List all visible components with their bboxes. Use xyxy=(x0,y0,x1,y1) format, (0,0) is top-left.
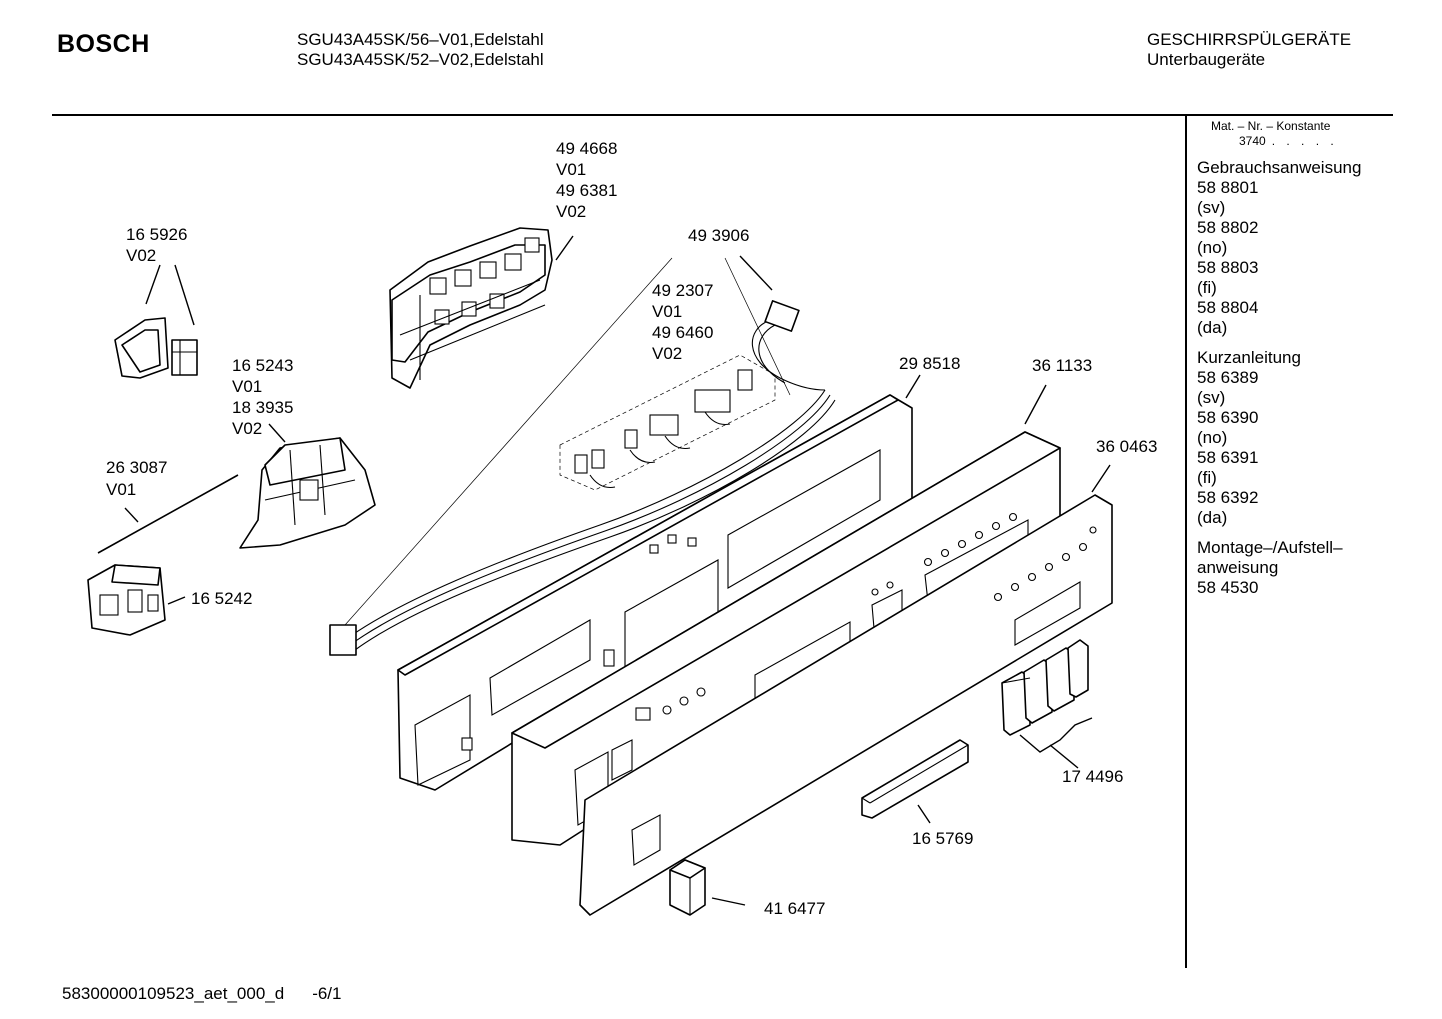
label-165242: 16 5242 xyxy=(191,589,252,608)
label-263087-var: V01 xyxy=(106,480,136,499)
doc-line: 58 6391 xyxy=(1197,448,1259,467)
label-492307-var: V01 xyxy=(652,302,682,321)
label-165926: 16 5926 xyxy=(126,225,187,244)
doc-group-kurzanleitung: Kurzanleitung 58 6389 (sv) 58 6390 (no) … xyxy=(1197,348,1387,528)
doc-line: anweisung xyxy=(1197,558,1279,577)
category-block: GESCHIRRSPÜLGERÄTE Unterbaugeräte xyxy=(1147,30,1351,70)
part-control-module xyxy=(389,227,553,389)
doc-line: 58 8802 xyxy=(1197,218,1259,237)
part-rod xyxy=(97,474,239,554)
documents-sidebar: Mat. – Nr. – Konstante 3740 . . . . . Geb… xyxy=(1197,119,1387,598)
doc-line: (fi) xyxy=(1197,468,1217,487)
leader-494668 xyxy=(555,235,574,261)
label-298518: 29 8518 xyxy=(899,354,960,373)
doc-line: (da) xyxy=(1197,318,1228,337)
label-494668-var: V01 xyxy=(556,160,586,179)
part-front-panel xyxy=(511,431,1061,846)
part-holder-bracket xyxy=(239,437,376,549)
mat-number-constant: 3740 . . . . . xyxy=(1239,134,1387,148)
doc-line: (no) xyxy=(1197,428,1228,447)
sidebar-divider xyxy=(1185,116,1187,968)
doc-group-montage: Montage–/Aufstell– anweisung 58 4530 xyxy=(1197,538,1387,598)
leader-165769 xyxy=(917,804,931,824)
label-174496: 17 4496 xyxy=(1062,767,1123,786)
part-connector-strip xyxy=(559,354,776,491)
doc-line: (sv) xyxy=(1197,198,1226,217)
leader-298518 xyxy=(905,374,921,399)
doc-group-title: Kurzanleitung xyxy=(1197,348,1301,367)
label-496381-var: V02 xyxy=(556,202,586,221)
doc-line: 58 8801 xyxy=(1197,178,1259,197)
footer: 58300000109523_aet_000_d -6/1 xyxy=(62,984,341,1004)
label-183935: 18 3935 xyxy=(232,398,293,417)
leader-416477 xyxy=(711,897,746,906)
leader-361133 xyxy=(1024,384,1047,425)
label-361133: 36 1133 xyxy=(1032,356,1092,375)
doc-line: (no) xyxy=(1197,238,1228,257)
doc-line: (sv) xyxy=(1197,388,1226,407)
part-trim-strip xyxy=(861,739,969,819)
label-165926-var: V02 xyxy=(126,246,156,265)
part-rear-frame xyxy=(397,394,913,791)
label-165243-var: V01 xyxy=(232,377,262,396)
leader-493906-b xyxy=(724,257,791,396)
mat-number-value: 3740 xyxy=(1239,134,1266,148)
leader-263087 xyxy=(124,507,139,523)
doc-line: 58 4530 xyxy=(1197,578,1259,597)
part-buttons xyxy=(1001,639,1089,736)
header-divider xyxy=(52,114,1393,116)
doc-line: 58 6390 xyxy=(1197,408,1259,427)
doc-group-gebrauchsanweisung: Gebrauchsanweisung 58 8801 (sv) 58 8802 … xyxy=(1197,158,1387,338)
label-492307: 49 2307 xyxy=(652,281,713,300)
part-switch xyxy=(87,564,166,636)
doc-line: 58 6392 xyxy=(1197,488,1259,507)
model-line-2: SGU43A45SK/52–V02,Edelstahl xyxy=(297,50,544,69)
doc-line: (fi) xyxy=(1197,278,1217,297)
doc-line: 58 8803 xyxy=(1197,258,1259,277)
footer-doc-id: 58300000109523_aet_000_d xyxy=(62,984,285,1003)
part-clip-small xyxy=(171,339,198,376)
leader-493906 xyxy=(739,255,773,291)
label-494668: 49 4668 xyxy=(556,139,617,158)
mat-number-dots: . . . . . xyxy=(1271,134,1338,148)
doc-line: (da) xyxy=(1197,508,1228,527)
doc-group-title: Gebrauchsanweisung xyxy=(1197,158,1362,177)
label-496381: 49 6381 xyxy=(556,181,617,200)
category-title: GESCHIRRSPÜLGERÄTE xyxy=(1147,30,1352,49)
label-263087: 26 3087 xyxy=(106,458,167,477)
leader-165242 xyxy=(167,596,186,605)
doc-line: 58 6389 xyxy=(1197,368,1259,387)
mat-number-header: Mat. – Nr. – Konstante xyxy=(1211,119,1331,133)
label-493906: 49 3906 xyxy=(688,226,749,245)
part-cable-harness xyxy=(329,300,836,656)
label-496460: 49 6460 xyxy=(652,323,713,342)
leader-long-connector xyxy=(344,257,673,626)
model-list: SGU43A45SK/56–V01,Edelstahl SGU43A45SK/5… xyxy=(297,30,544,70)
part-clip-bracket xyxy=(114,317,169,379)
label-416477: 41 6477 xyxy=(764,899,825,918)
label-165769: 16 5769 xyxy=(912,829,973,848)
label-360463: 36 0463 xyxy=(1096,437,1157,456)
part-fascia xyxy=(579,494,1113,916)
label-165243: 16 5243 xyxy=(232,356,293,375)
model-line-1: SGU43A45SK/56–V01,Edelstahl xyxy=(297,30,544,49)
leader-165926-a xyxy=(145,264,161,305)
label-496460-var: V02 xyxy=(652,344,682,363)
leader-174496-stem xyxy=(1049,744,1079,769)
leader-174496 xyxy=(1019,717,1093,753)
label-183935-var: V02 xyxy=(232,419,262,438)
leader-165926-b xyxy=(174,264,195,326)
category-subtitle: Unterbaugeräte xyxy=(1147,50,1266,69)
part-knob-cap xyxy=(669,859,706,916)
doc-group-title: Montage–/Aufstell– xyxy=(1197,538,1343,557)
footer-sheet-number: -6/1 xyxy=(312,984,342,1003)
leader-360463 xyxy=(1091,464,1111,493)
leader-165243 xyxy=(268,423,286,443)
doc-line: 58 8804 xyxy=(1197,298,1259,317)
brand-logo: BOSCH xyxy=(57,30,150,58)
